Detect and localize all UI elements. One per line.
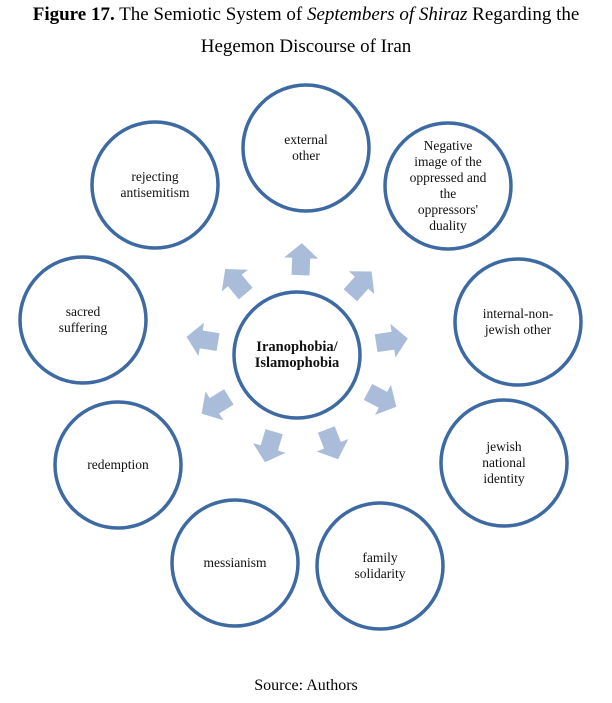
node-circle [53, 400, 183, 530]
center-label-line: Islamophobia [255, 355, 340, 371]
node-label-line: jewish [485, 439, 521, 454]
node-label-line: redemption [87, 457, 149, 472]
figure-title-line-1: Figure 17. The Semiotic System of Septem… [0, 4, 612, 26]
figure-title-text-2: Regarding the [467, 4, 580, 25]
node-circle [453, 257, 583, 387]
figure-label: Figure 17. [32, 4, 115, 25]
node-label-line: duality [429, 218, 467, 233]
node-label-line: solidarity [355, 566, 406, 581]
figure-source: Source: Authors [254, 677, 358, 694]
node-circle [315, 501, 445, 631]
arrow-to-redemption [201, 389, 234, 421]
figure-title-text-1: The Semiotic System of [114, 4, 307, 25]
node-circle [383, 121, 513, 251]
node-label-line: image of the [414, 154, 481, 169]
figure-title-italic: Septembers of Shiraz [306, 4, 468, 25]
node-redemption: redemption [53, 400, 183, 530]
node-label-line: other [292, 148, 320, 163]
node-label-line: the [440, 186, 457, 201]
node-label-line: internal-non- [483, 306, 554, 321]
node-label-line: rejecting [131, 169, 178, 184]
node-label-line: Negative [424, 138, 473, 153]
center-circle [232, 290, 362, 420]
arrow-to-negative-image [343, 271, 375, 302]
arrow-to-internal-non-jewish-other [374, 323, 408, 358]
node-label-line: identity [483, 471, 524, 486]
node-circle [90, 120, 220, 250]
node-label-line: oppressed and [410, 170, 487, 185]
node-label: redemption [87, 457, 149, 472]
node-label: messianism [204, 555, 267, 570]
node-label-line: oppressors' [418, 202, 478, 217]
node-label-line: messianism [204, 555, 267, 570]
node-label-line: family [362, 550, 397, 565]
arrow-to-family-solidarity [316, 426, 349, 460]
node-label-line: suffering [59, 320, 108, 335]
node-label-line: external [284, 132, 328, 147]
node-circle [439, 398, 569, 528]
node-circle [18, 255, 148, 385]
center-label: Iranophobia/Islamophobia [255, 339, 340, 371]
figure-title-line-2: Hegemon Discourse of Iran [200, 36, 412, 57]
arrow-to-sacred-suffering [186, 322, 220, 357]
node-circle [170, 498, 300, 628]
node-label: internal-non-jewish other [483, 306, 554, 337]
arrow-to-jewish-national-identity [363, 384, 397, 415]
node-circle [241, 83, 371, 213]
center-node: Iranophobia/Islamophobia [232, 290, 362, 420]
node-label-line: jewish other [484, 322, 552, 337]
center-label-line: Iranophobia/ [256, 339, 338, 355]
node-label-line: national [482, 455, 526, 470]
node-label-line: sacred [66, 304, 101, 319]
node-messianism: messianism [170, 498, 300, 628]
node-label-line: antisemitism [121, 185, 190, 200]
node-internal-non-jewish-other: internal-non-jewish other [453, 257, 583, 387]
arrow-to-messianism [253, 429, 286, 463]
arrow-to-external-other [284, 243, 319, 276]
arrow-to-rejecting-antisemitism [221, 269, 253, 300]
